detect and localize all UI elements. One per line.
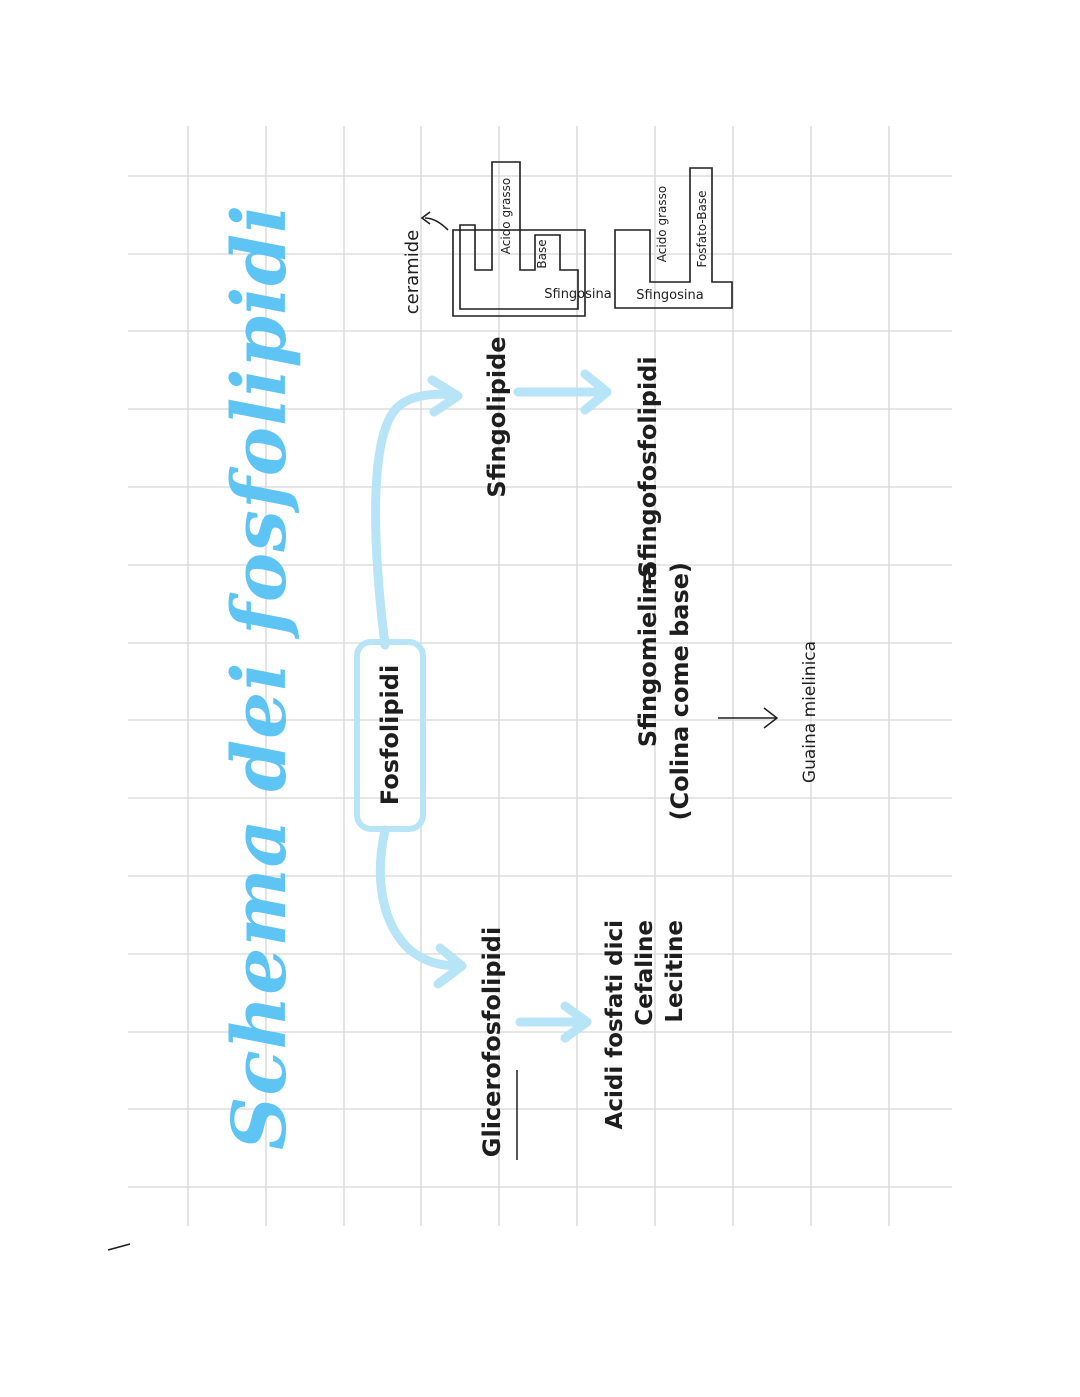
pen-mark [107,1243,131,1251]
sfingosina-label-2: Sfingosina [636,288,704,303]
structure-ceramide [420,161,586,317]
sfingomielina-label: Sfingomielina [634,562,662,748]
colina-label: (Colina come base) [666,562,694,821]
arrowhead-examples [560,1001,592,1043]
guaina-mielinica-label: Guaina mielinica [800,640,820,784]
glicerofosfolipidi-label: Glicerofosfolipidi [478,926,506,1158]
example-lecitine: Lecitine [662,920,688,1023]
ceramide-label: ceramide [402,229,423,315]
fosfolipidi-label: Fosfolipidi [376,664,404,806]
example-acidi-fosfati: Acidi fosfati dici [602,920,628,1130]
fosfolipidi-box [354,639,426,832]
arrow-to-sfingolipide [371,389,460,650]
arrowhead-glicerofosfolipidi [433,943,467,989]
arrow-to-glicerofosfolipidi [375,825,465,971]
arrowhead-guaina [763,707,779,729]
sfingosina-label-1: Sfingosina [544,287,612,302]
acido-grasso-label-1: Acido grasso [499,177,513,255]
fosfato-base-label-2: Fosfato-Base [695,190,709,268]
base-label-1: Base [535,239,549,269]
page-title: Schema dei fosfolipidi [217,203,303,1150]
example-cefaline: Cefaline [632,920,658,1026]
arrowhead-sfingofosfolipidi [580,369,612,415]
sfingolipide-label: Sfingolipide [483,336,511,498]
structure-sfingofosfolipide [614,167,733,309]
acido-grasso-label-2: Acido grasso [655,185,669,263]
arrowhead-sfingolipide [427,375,463,417]
